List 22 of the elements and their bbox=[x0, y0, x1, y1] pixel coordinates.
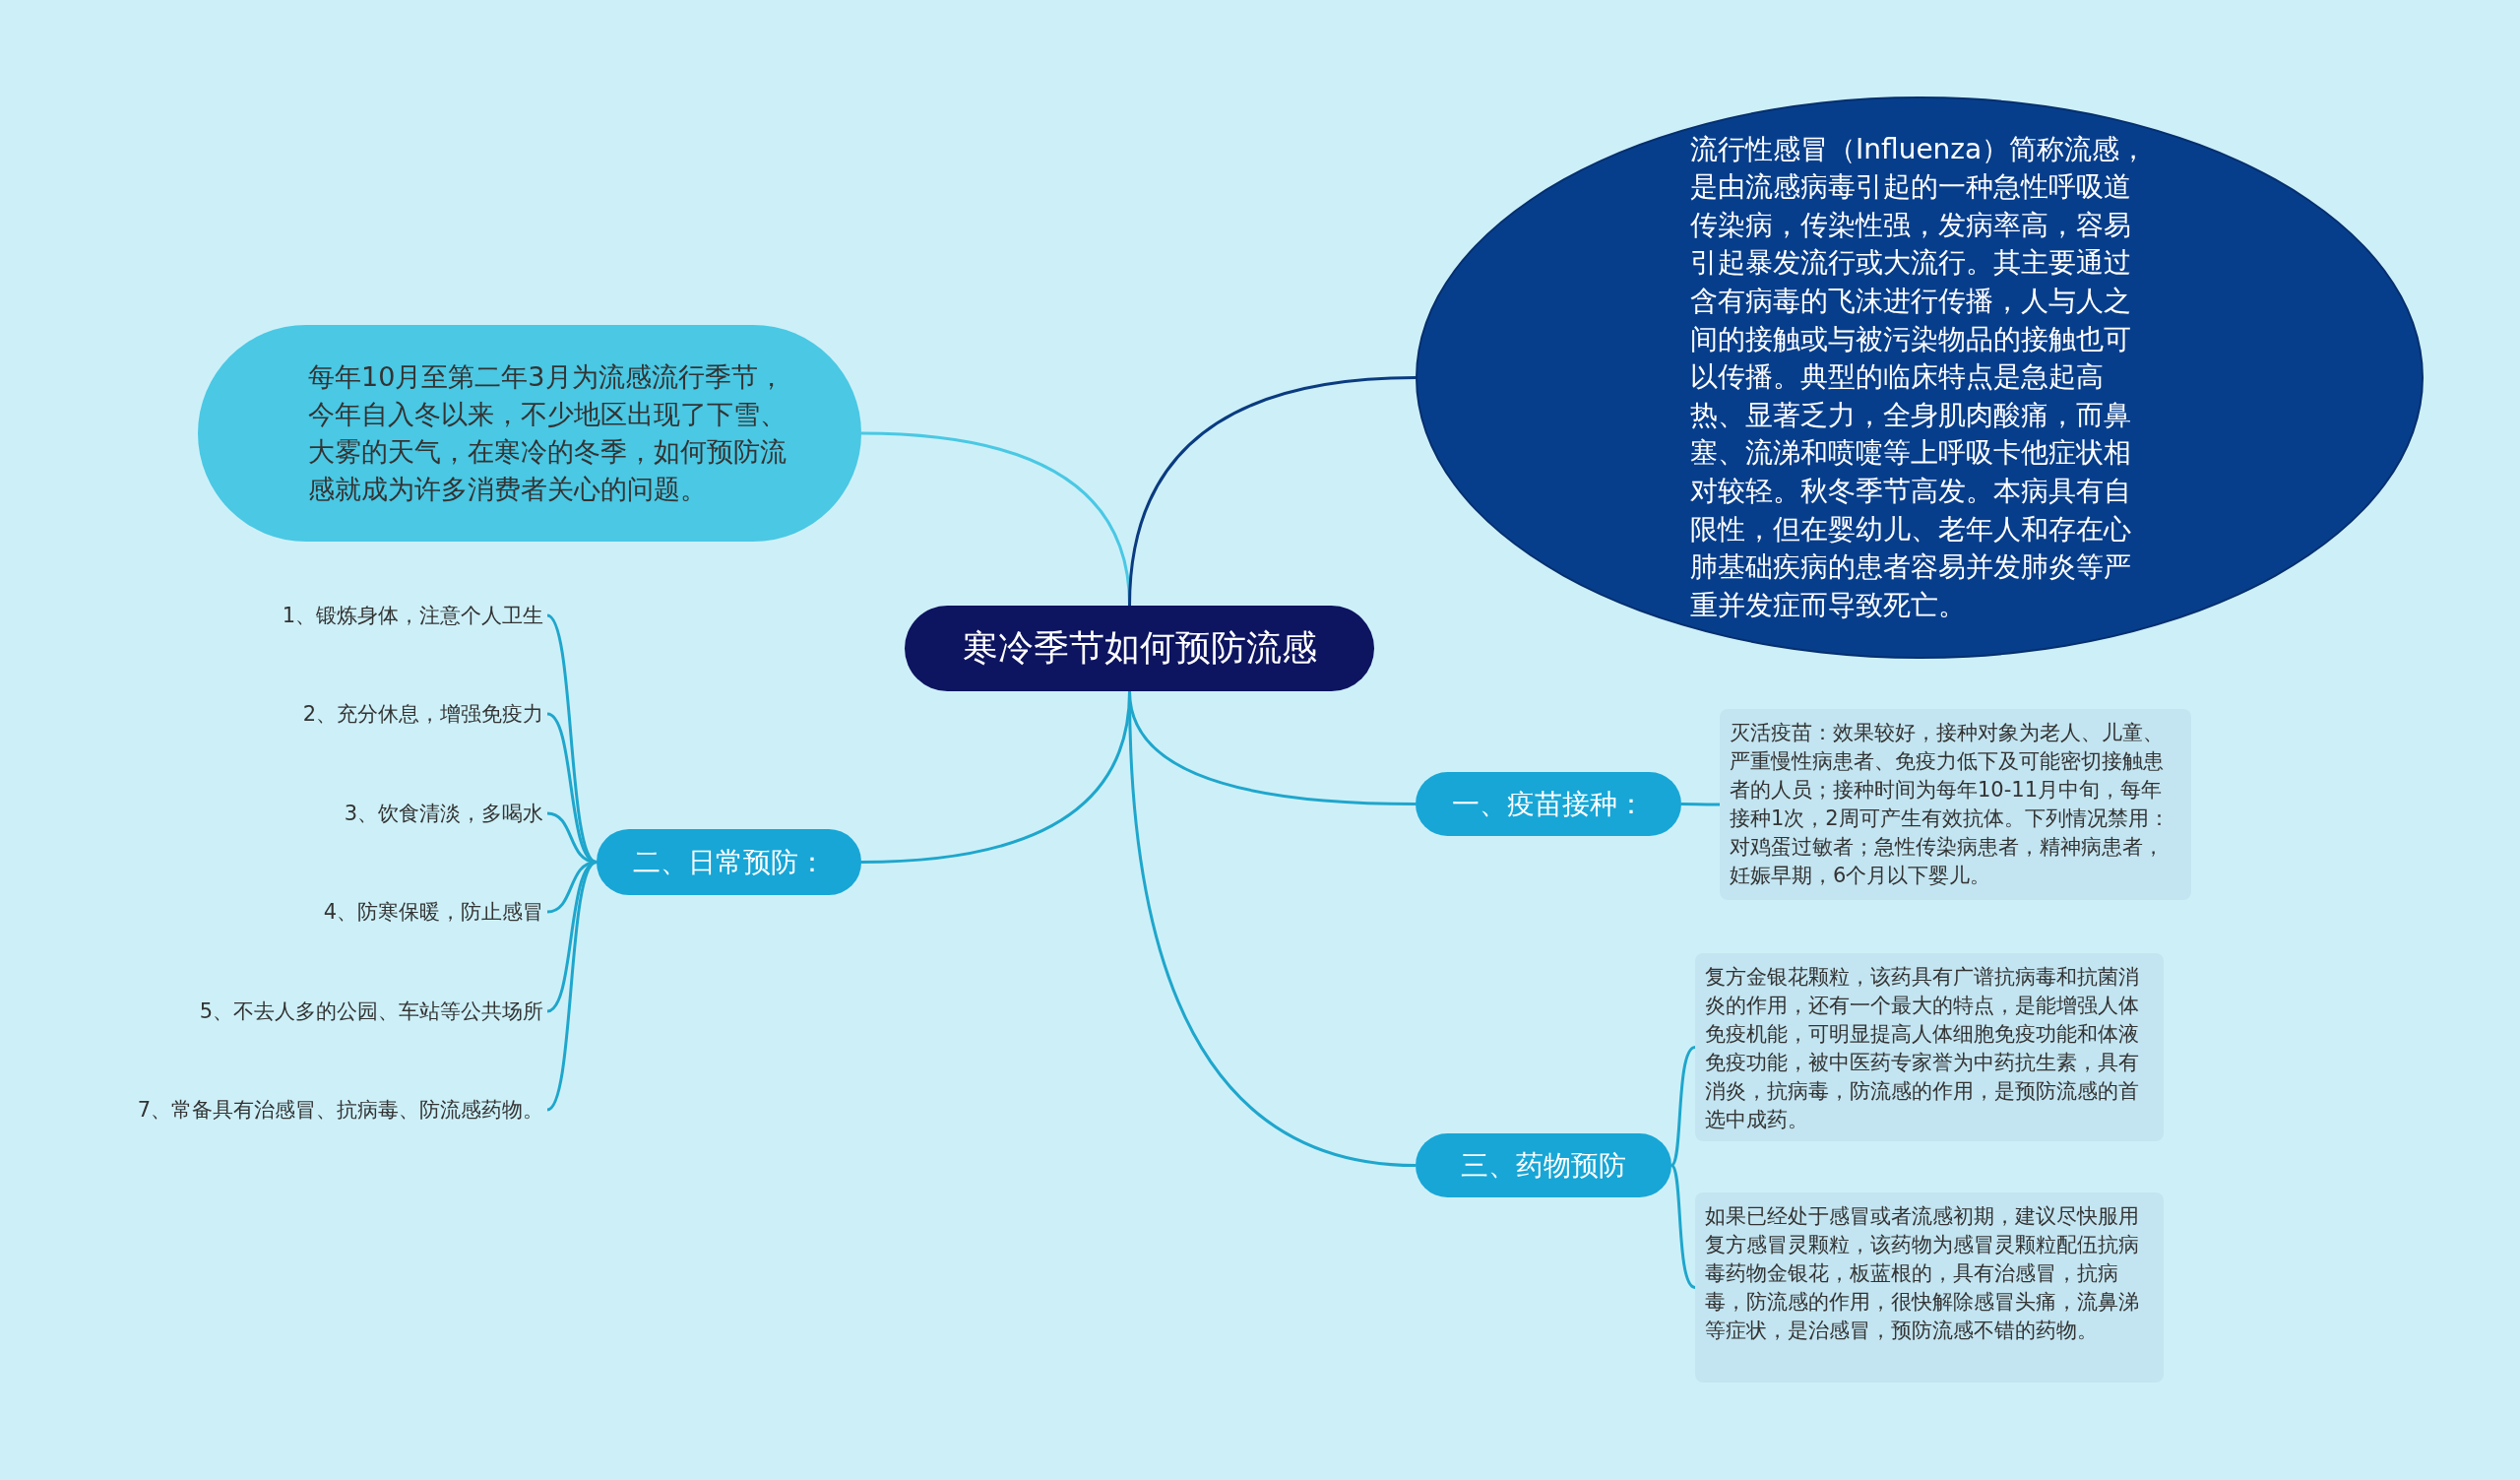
connector bbox=[1670, 1046, 1696, 1167]
connector bbox=[546, 712, 598, 864]
list-item: 7、常备具有治感冒、抗病毒、防流感药物。 bbox=[59, 1090, 543, 1129]
note-box: 复方金银花颗粒，该药具有广谱抗病毒和抗菌消炎的作用，还有一个最大的特点，是能增强人体免疫机能，可明显提高人体细胞免疫功能和体液免疫功能，被中医药专家誉为中药抗生素，具有消炎，抗病毒，防流感的作用，是预防流感的首选中成药。 bbox=[1695, 953, 2164, 1141]
list-item: 3、饮食清淡，多喝水 bbox=[79, 794, 543, 833]
note-box: 如果已经处于感冒或者流感初期，建议尽快服用复方感冒灵颗粒，该药物为感冒灵颗粒配伍抗病毒药物金银花，板蓝根的，具有治感冒，抗病毒，防流感的作用，很快解除感冒头痛，流鼻涕等症状，是治感冒，预防流感不错的药物。 bbox=[1695, 1192, 2164, 1383]
connector bbox=[546, 861, 598, 1112]
intro-bubble: 每年10月至第二年3月为流感流行季节，今年自入冬以来，不少地区出现了下雪、大雾的天气，在寒冷的冬季，如何预防流感就成为许多消费者关心的问题。 bbox=[198, 325, 861, 542]
connector bbox=[1670, 1164, 1696, 1289]
connector bbox=[1128, 376, 1417, 607]
list-item: 5、不去人多的公园、车站等公共场所 bbox=[79, 992, 543, 1031]
connector bbox=[546, 861, 598, 1013]
central-topic: 寒冷季节如何预防流感 bbox=[905, 606, 1374, 691]
description-ellipse: 流行性感冒（Influenza）简称流感，是由流感病毒引起的一种急性呼吸道传染病，传染性强，发病率高，容易引起暴发流行或大流行。其主要通过含有病毒的飞沫进行传播，人与人之间的接触或与被污染物品的接触也可以传播。典型的临床特点是急起高热、显著乏力，全身肌肉酸痛，而鼻塞、流涕和喷嚏等上呼吸卡他症状相对较轻。秋冬季节高发。本病具有自限性，但在婴幼儿、老年人和存在心肺基础疾病的患者容易并发肺炎等严重并发症而导致死亡。 bbox=[1416, 97, 2424, 659]
branch-topic: 二、日常预防： bbox=[597, 829, 861, 895]
list-item: 4、防寒保暖，防止感冒 bbox=[79, 892, 543, 932]
branch-topic: 一、疫苗接种： bbox=[1416, 772, 1681, 836]
list-item: 2、充分休息，增强免疫力 bbox=[79, 694, 543, 734]
list-item: 1、锻炼身体，注意个人卫生 bbox=[79, 596, 543, 635]
note-box: 灭活疫苗：效果较好，接种对象为老人、儿童、严重慢性病患者、免疫力低下及可能密切接触患者的人员；接种时间为每年10-11月中旬，每年接种1次，2周可产生有效抗体。下列情况禁用：对鸡蛋过敏者；急性传染病患者，精神病患者，妊娠早期，6个月以下婴儿。 bbox=[1720, 709, 2191, 900]
branch-topic: 三、药物预防 bbox=[1416, 1133, 1671, 1197]
connector bbox=[1681, 803, 1720, 806]
